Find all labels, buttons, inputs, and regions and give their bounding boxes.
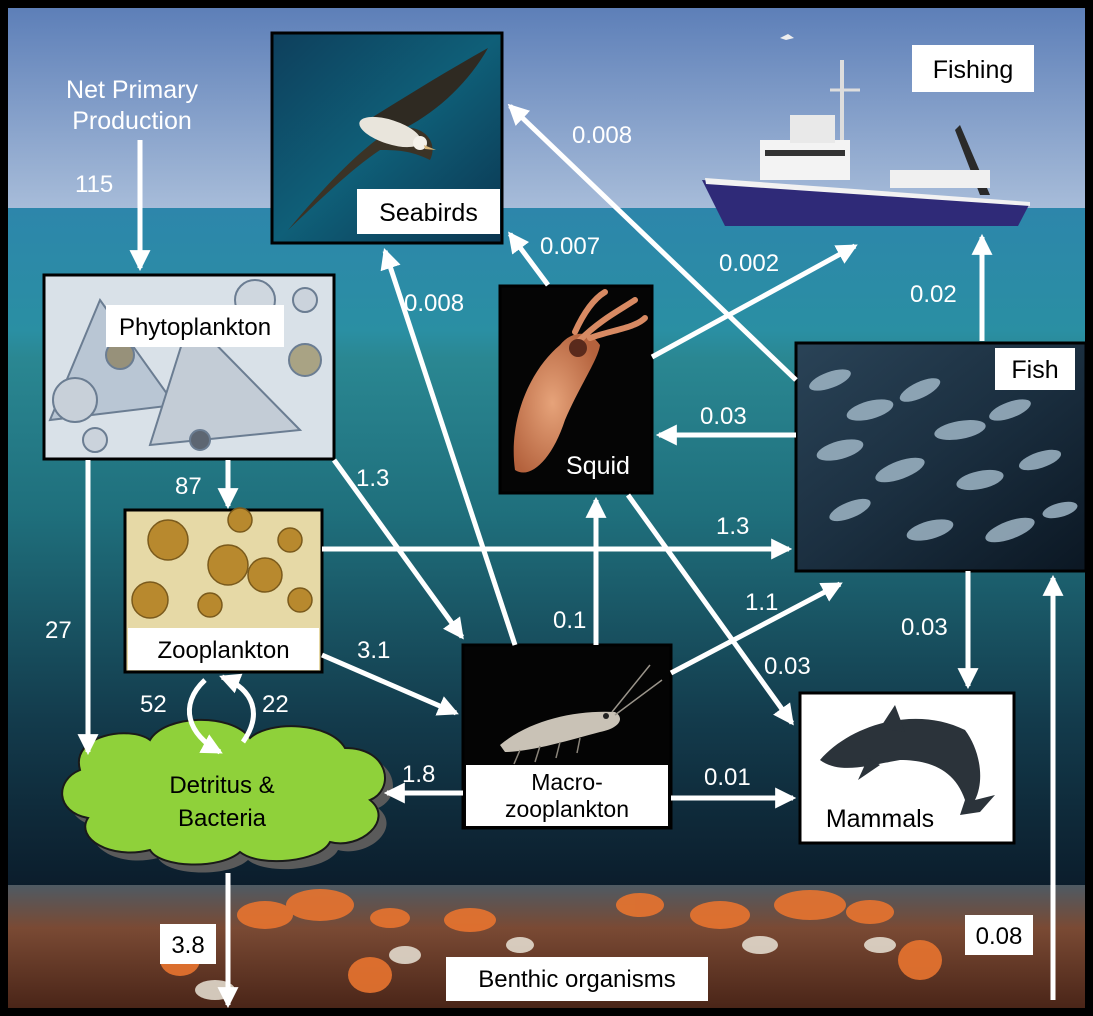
mammals-label: Mammals [826, 805, 934, 833]
zooplankton-label: Zooplankton [157, 637, 289, 664]
flow-value: 0.01 [704, 764, 751, 791]
fish-label: Fish [1011, 356, 1058, 384]
macrozooplankton-label-line1: Macro- [531, 769, 603, 795]
flow-value: 0.007 [540, 233, 600, 260]
phytoplankton-label: Phytoplankton [119, 314, 271, 341]
npp-label-line2: Production [72, 107, 192, 135]
fish-node: Fish [796, 343, 1086, 571]
flow-value: 1.3 [716, 513, 749, 540]
zooplankton-node: Zooplankton [125, 508, 322, 672]
flow-value: 0.008 [404, 290, 464, 317]
squid-node: Squid [500, 286, 652, 493]
mammals-node: Mammals [800, 693, 1014, 843]
detritus-label-line2: Bacteria [178, 805, 267, 832]
flow-value: 3.8 [171, 932, 204, 959]
flow-value: 0.02 [910, 281, 957, 308]
benthic-label: Benthic organisms [478, 966, 675, 993]
detritus-label-line1: Detritus & [169, 772, 274, 799]
seabirds-label: Seabirds [379, 199, 478, 227]
flow-value: 87 [175, 473, 202, 500]
fishing-label: Fishing [933, 56, 1014, 84]
macrozooplankton-node: Macro- zooplankton [463, 645, 671, 828]
flow-value: 22 [262, 691, 289, 718]
flow-value: 0.03 [700, 403, 747, 430]
flow-value: 1.3 [356, 465, 389, 492]
squid-label: Squid [566, 452, 630, 480]
flow-value: 0.03 [901, 614, 948, 641]
phytoplankton-node: Phytoplankton [44, 275, 334, 459]
seabirds-node: Seabirds [272, 33, 502, 243]
flow-value: 3.1 [357, 637, 390, 664]
flow-value: 0.03 [764, 653, 811, 680]
macrozooplankton-label-line2: zooplankton [505, 796, 629, 822]
flow-value: 1.1 [745, 589, 778, 616]
benthic-node: Benthic organisms [446, 957, 708, 1001]
flow-value: 115 [75, 171, 113, 198]
flow-value: 0.002 [719, 250, 779, 277]
flow-value: 1.8 [402, 761, 435, 788]
flow-value: 0.08 [976, 923, 1023, 950]
flow-value: 0.008 [572, 122, 632, 149]
flow-value: 0.1 [553, 607, 586, 634]
npp-label-line1: Net Primary [66, 76, 198, 104]
flow-value: 52 [140, 691, 167, 718]
flow-value: 27 [45, 617, 72, 644]
